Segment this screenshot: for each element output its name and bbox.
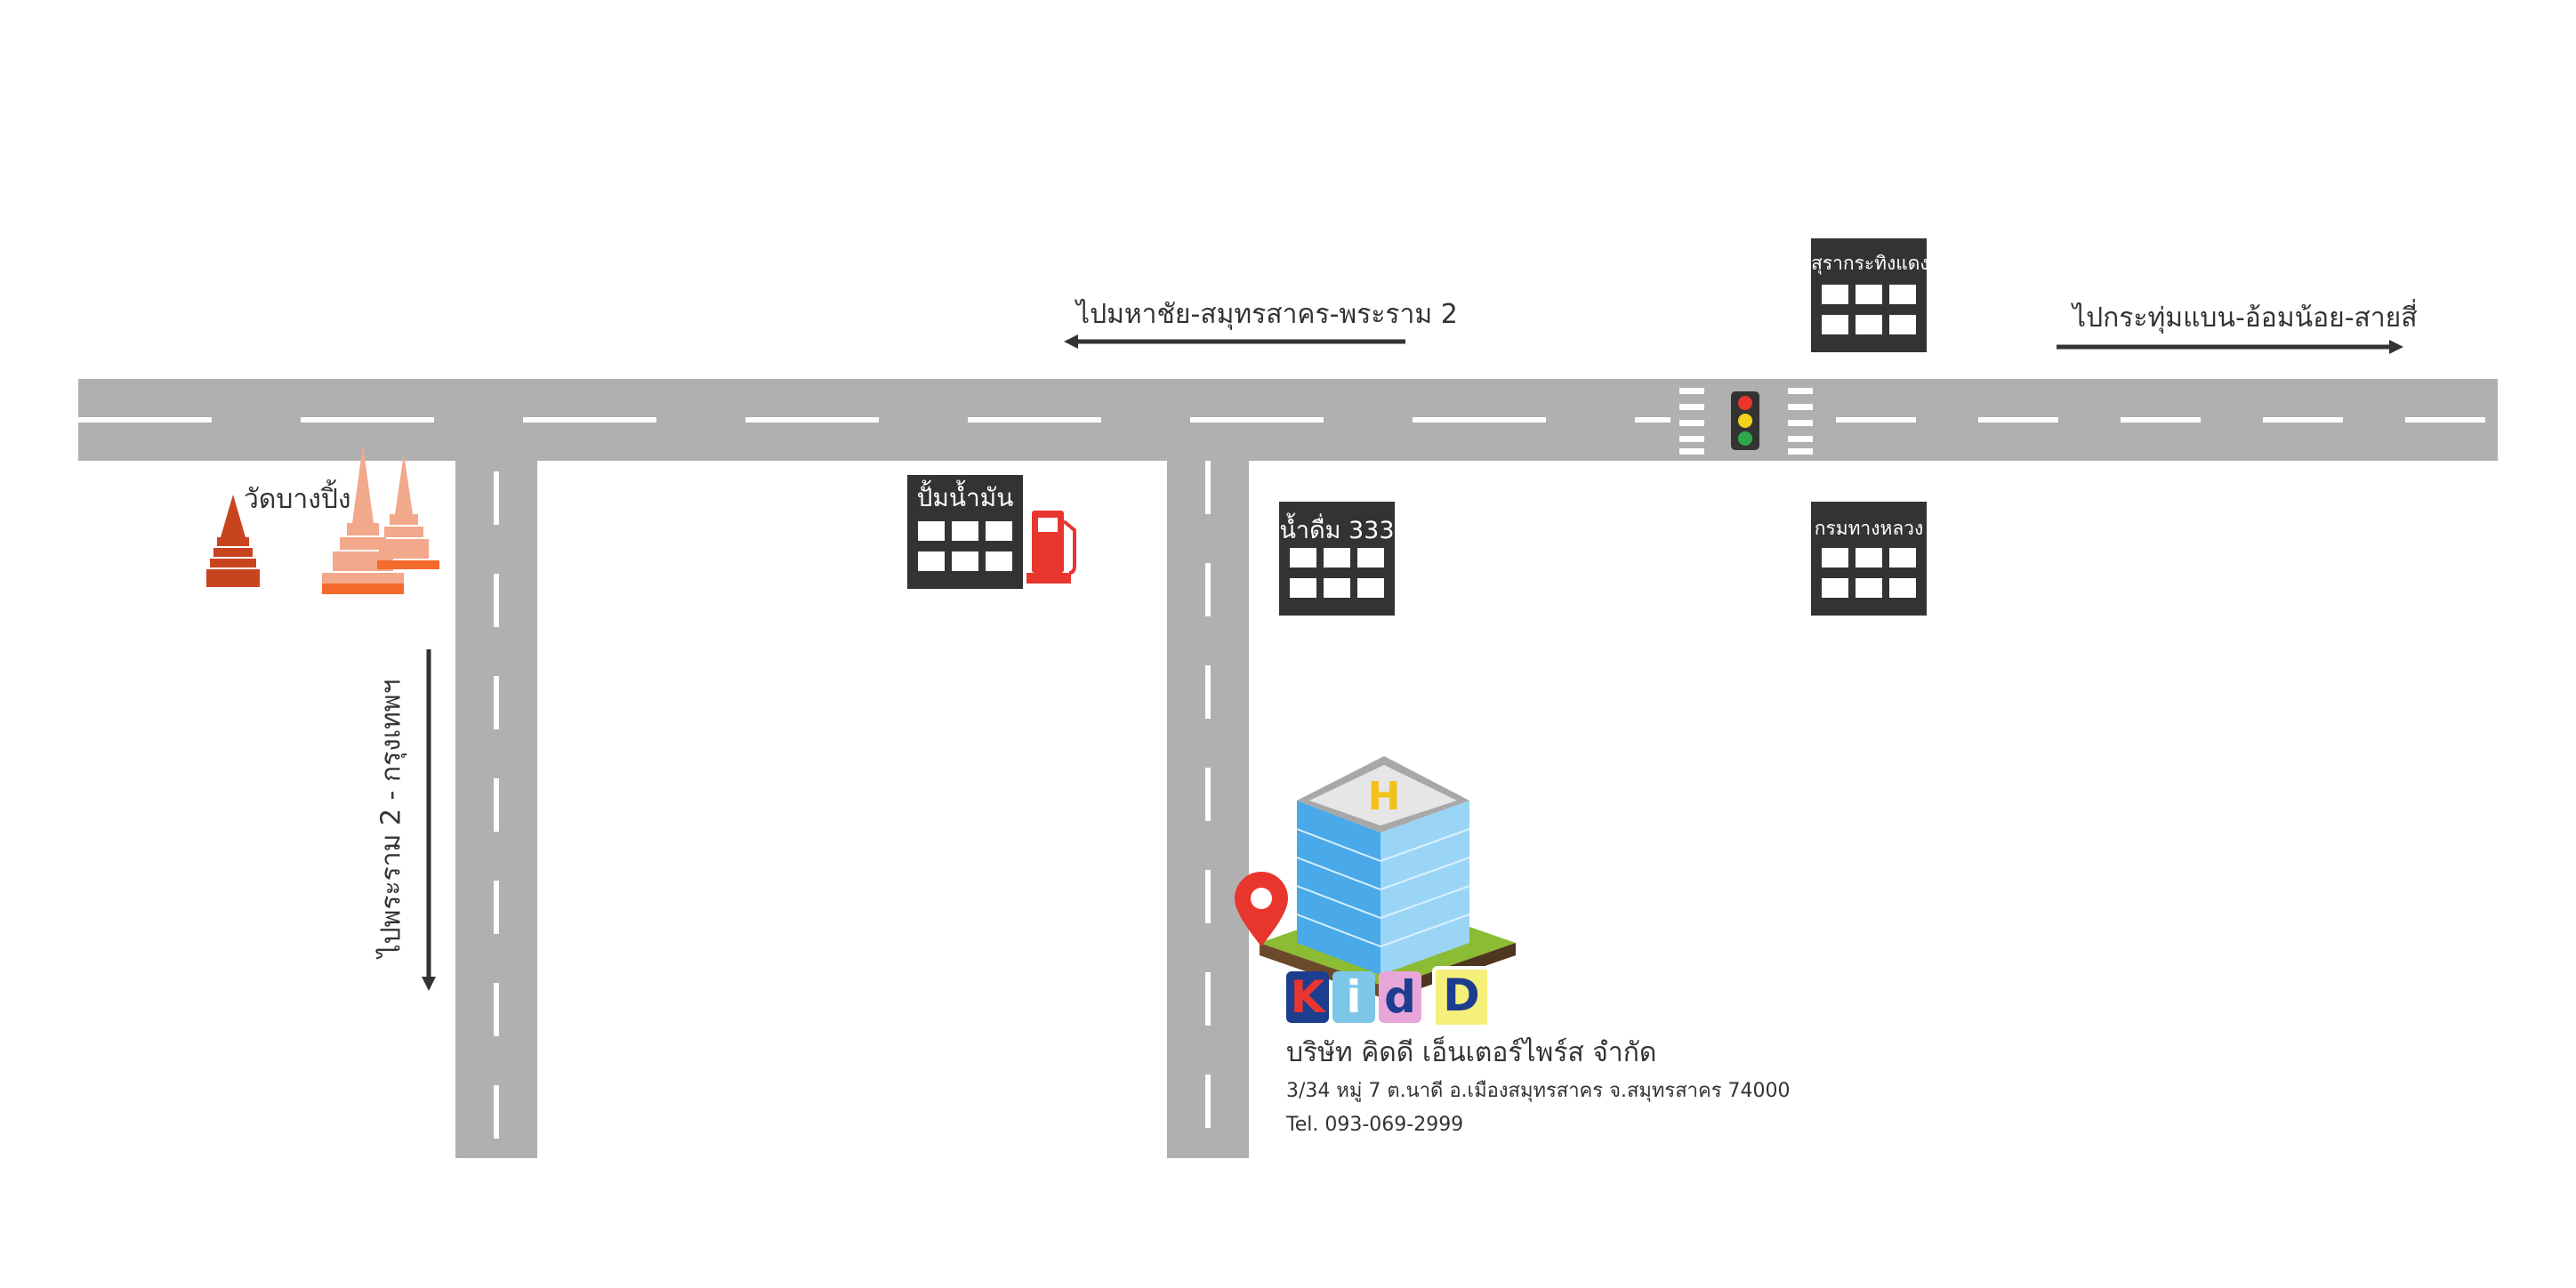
company-address: 3/34 หมู่ 7 ต.นาดี อ.เมืองสมุทรสาคร จ.สม… bbox=[1286, 1080, 1791, 1102]
direction-east-label: ไปกระทุ่มแบน-อ้อมน้อย-สายสี่ bbox=[2073, 302, 2418, 334]
temple-icon bbox=[206, 445, 439, 594]
traffic-light-icon bbox=[1731, 391, 1759, 450]
helipad-icon: H bbox=[1368, 774, 1401, 819]
water-label: น้ำดื่ม 333 bbox=[1279, 517, 1395, 544]
gas-station-label: ปั้มน้ำมัน bbox=[916, 483, 1014, 512]
logo-letter-i: i bbox=[1332, 971, 1375, 1023]
map-pin-icon bbox=[1235, 872, 1288, 946]
direction-west-label: ไปมหาชัย-สมุทรสาคร-พระราม 2 bbox=[1076, 299, 1458, 330]
svg-text:H: H bbox=[1368, 774, 1401, 819]
direction-arrows bbox=[422, 334, 2403, 991]
logo-letter-d2: D bbox=[1432, 966, 1491, 1028]
company-name: บริษัท คิดดี เอ็นเตอร์ไพร์ส จำกัด bbox=[1286, 1037, 1657, 1068]
crosswalk bbox=[1679, 388, 1813, 455]
distillery-label: สุรากระทิงแดง bbox=[1811, 253, 1929, 274]
roads bbox=[78, 379, 2498, 1158]
lane-markings bbox=[78, 417, 2498, 1158]
temple-label: วัดบางปิ้ง bbox=[244, 484, 351, 515]
company-tel: Tel. 093-069-2999 bbox=[1286, 1114, 1464, 1136]
logo-letter-k: K bbox=[1286, 971, 1329, 1023]
highways-label: กรมทางหลวง bbox=[1814, 518, 1924, 539]
logo-letter-d: d bbox=[1379, 971, 1421, 1023]
fuel-pump-icon bbox=[1026, 511, 1076, 584]
